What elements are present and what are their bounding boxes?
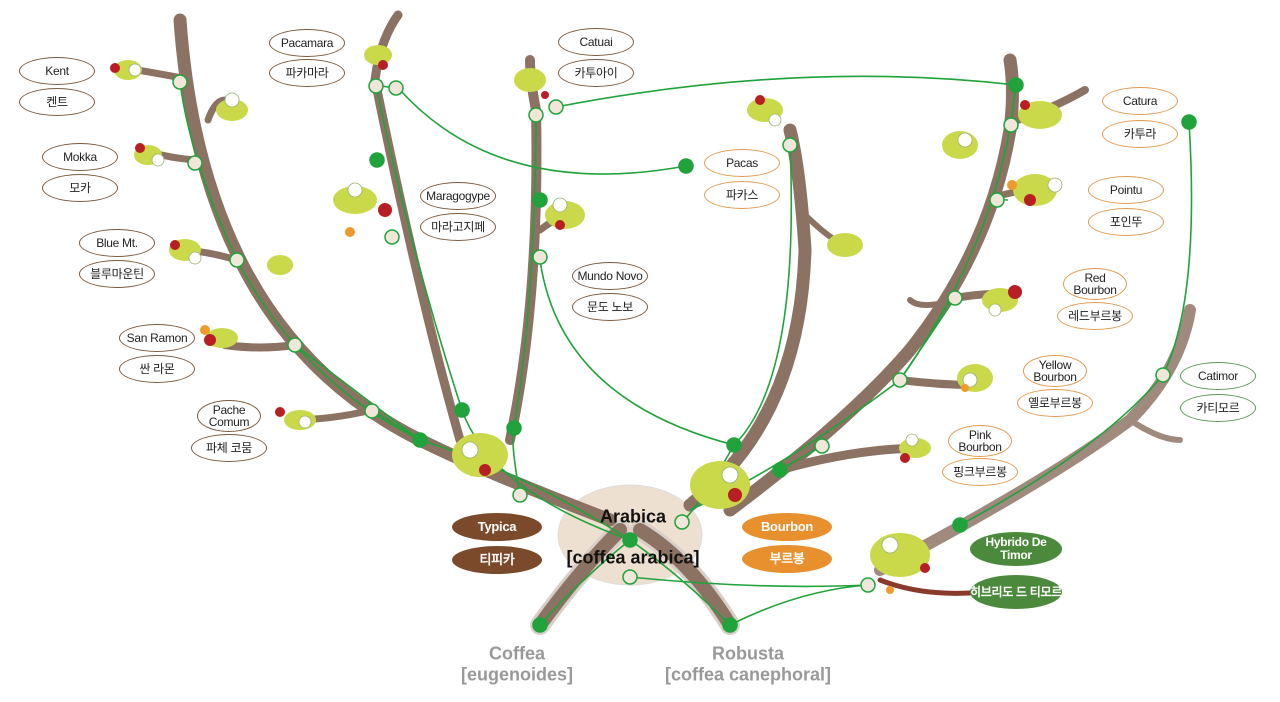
variety-label-hybrido-en: Hybrido De Timor: [970, 532, 1062, 566]
variety-label-red-bourbon-ko: 레드부르봉: [1057, 302, 1133, 330]
variety-label-catuai-en: Catuai: [558, 28, 634, 56]
robusta-title: Robusta: [712, 643, 784, 664]
variety-label-catura-ko: 카투라: [1102, 120, 1178, 148]
variety-label-pache-comum-en: Pache Comum: [197, 400, 261, 432]
variety-label-typica-ko: 티피카: [452, 546, 542, 574]
variety-label-kent-en: Kent: [19, 57, 95, 85]
variety-label-pointu-ko: 포인뚜: [1088, 208, 1164, 236]
lineage-lines: [179, 75, 1193, 626]
variety-label-pink-bourbon-en: Pink Bourbon: [948, 425, 1012, 457]
variety-label-bourbon-ko: 부르봉: [742, 545, 832, 573]
variety-label-hybrido-ko: 히브리도 드 티모르: [970, 575, 1062, 609]
variety-label-catimor-ko: 카티모르: [1180, 394, 1256, 422]
robusta-latin: [coffea canephoral]: [664, 664, 832, 685]
variety-label-catimor-en: Catimor: [1180, 362, 1256, 390]
variety-label-mokka-ko: 모카: [42, 174, 118, 202]
variety-label-yellow-bourbon-ko: 옐로부르봉: [1017, 389, 1093, 417]
arabica-title: Arabica: [599, 506, 667, 527]
variety-label-mundo-novo-ko: 문도 노보: [572, 293, 648, 321]
variety-label-blue-mt-ko: 블루마운틴: [79, 260, 155, 288]
variety-label-mundo-novo-en: Mundo Novo: [572, 262, 648, 290]
variety-label-maragogype-en: Maragogype: [420, 182, 496, 210]
variety-label-san-ramon-en: San Ramon: [119, 324, 195, 352]
coffea-latin: [eugenoides]: [460, 664, 574, 685]
variety-label-typica-en: Typica: [452, 513, 542, 541]
variety-label-pink-bourbon-ko: 핑크부르봉: [942, 458, 1018, 486]
variety-label-maragogype-ko: 마라고지페: [420, 213, 496, 241]
variety-label-yellow-bourbon-en: Yellow Bourbon: [1023, 355, 1087, 387]
variety-label-bourbon-en: Bourbon: [742, 513, 832, 541]
variety-label-red-bourbon-en: Red Bourbon: [1063, 268, 1127, 300]
flower-cluster-icons: [110, 45, 1063, 594]
variety-label-pacamara-en: Pacamara: [269, 29, 345, 57]
lineage-nodes: [172, 74, 1197, 633]
coffea-title: Coffea: [488, 643, 546, 664]
variety-label-san-ramon-ko: 싼 라몬: [119, 355, 195, 383]
variety-label-catuai-ko: 카투아이: [558, 59, 634, 87]
variety-label-blue-mt-en: Blue Mt.: [79, 229, 155, 257]
variety-label-catura-en: Catura: [1102, 87, 1178, 115]
variety-label-pache-comum-ko: 파체 코뭄: [191, 434, 267, 462]
variety-label-pacamara-ko: 파카마라: [269, 59, 345, 87]
variety-label-pacas-ko: 파카스: [704, 181, 780, 209]
variety-label-pointu-en: Pointu: [1088, 176, 1164, 204]
variety-label-pacas-en: Pacas: [704, 149, 780, 177]
arabica-latin: [coffea arabica]: [566, 547, 700, 568]
variety-label-kent-ko: 켄트: [19, 88, 95, 116]
variety-label-mokka-en: Mokka: [42, 143, 118, 171]
